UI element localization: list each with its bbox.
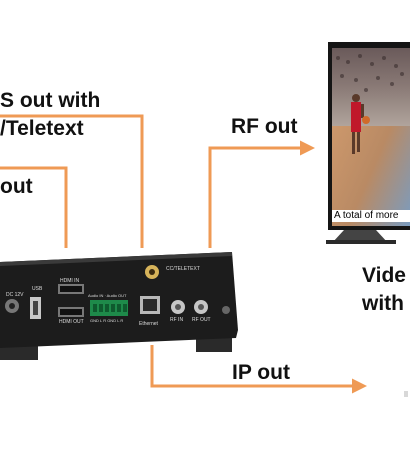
device-audio-label: Audio IN · Audio OUT <box>88 293 127 298</box>
player-figure <box>351 94 370 154</box>
device-cc-label: CC/TELETEXT <box>166 266 200 272</box>
television <box>326 42 410 244</box>
device-usb-label: USB <box>32 286 43 292</box>
rf-out-label: RF out <box>231 115 298 138</box>
hdmi-out-label: out <box>0 175 33 198</box>
ip-out-label: IP out <box>232 361 290 384</box>
device-hdmi-out-label: HDMI OUT <box>59 319 84 325</box>
basketball-icon <box>362 116 370 124</box>
teletext-label: /Teletext <box>0 117 84 140</box>
device-dc-label: DC 12V <box>6 292 24 298</box>
hdmi-out-line <box>0 166 68 248</box>
edge-marker <box>404 391 408 397</box>
device-rf-out-label: RF OUT <box>192 317 211 323</box>
tv-caption-text: A total of more <box>334 210 399 221</box>
encoder-device <box>0 252 238 360</box>
device-hdmi-in-label: HDMI IN <box>60 278 80 284</box>
tv-caption-bar <box>332 210 410 222</box>
screw-icon <box>222 306 230 314</box>
video-label-line1: Vide <box>362 264 406 287</box>
rf-out-arrow <box>208 140 315 248</box>
video-label-line2: with <box>362 292 404 315</box>
device-ethernet-label: Ethernet <box>139 321 158 327</box>
tv-stand <box>332 230 388 243</box>
cvbs-out-label: S out with <box>0 89 101 112</box>
device-bracket-right <box>196 336 232 352</box>
cvbs-teletext-line <box>0 114 144 248</box>
device-rf-in-label: RF IN <box>170 317 184 323</box>
device-audio-pins-label: GND L R GND L R <box>90 318 124 323</box>
ip-out-arrow <box>150 345 367 394</box>
